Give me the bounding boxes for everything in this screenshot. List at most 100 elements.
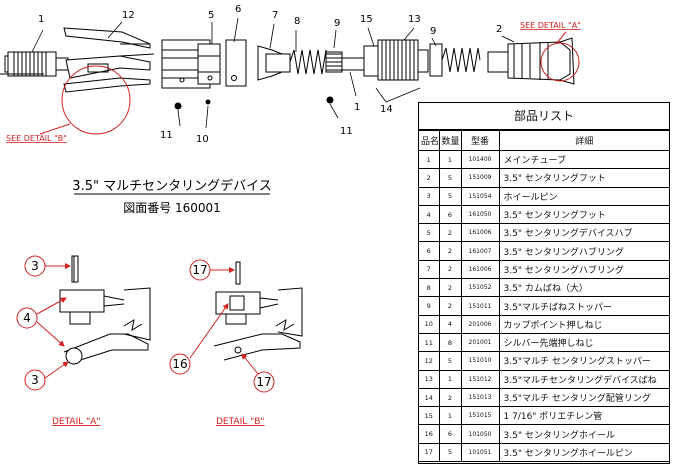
detail-a-circle xyxy=(540,42,580,82)
qty-cell: 2 xyxy=(438,296,462,316)
part-no-cell: 3 xyxy=(419,186,440,206)
part-no-cell: 8 xyxy=(419,278,440,298)
drawing-title: 3.5" マルチセンタリングデバイス xyxy=(72,178,271,194)
label-11-right: 11 xyxy=(340,126,353,137)
label-15: 15 xyxy=(360,14,373,25)
main-tube-end-part xyxy=(4,51,69,77)
detail-cell: 1 7/16" ポリエチレン管 xyxy=(498,406,669,426)
hub-ring-7-part xyxy=(257,45,291,81)
label-12: 12 xyxy=(122,10,135,21)
part-no-cell: 15 xyxy=(419,406,440,426)
model-cell: 161050 xyxy=(460,204,500,225)
see-detail-a-label: SEE DETAIL "A" xyxy=(520,21,581,30)
qty-cell: 6 xyxy=(438,204,462,225)
detail-a-callouts xyxy=(16,255,71,391)
model-cell: 151015 xyxy=(460,406,500,426)
model-cell: 101400 xyxy=(460,149,500,170)
detail-b-labels: 17 16 17 xyxy=(172,263,271,389)
main-tube-part xyxy=(341,57,365,71)
detail-b-circle xyxy=(61,65,131,135)
detail-b-caption: DETAIL "B" xyxy=(216,417,265,427)
label-13: 13 xyxy=(408,14,421,25)
set-screw-parts xyxy=(174,96,334,110)
parts-header-row: 品名 数量 型番 詳細 xyxy=(419,130,669,151)
part-no-cell: 12 xyxy=(419,351,440,371)
detail-b-drawing xyxy=(213,261,303,361)
model-cell: 151011 xyxy=(460,296,500,316)
model-cell: 101051 xyxy=(460,442,500,463)
detail-a-drawing xyxy=(59,255,151,365)
qty-cell: 2 xyxy=(438,387,462,408)
detail-a-num-4: 4 xyxy=(23,311,31,325)
detail-b-num-16: 16 xyxy=(172,357,187,371)
detail-cell: 3.5" センタリングフット xyxy=(498,168,669,188)
detail-b-bubble-17-lower xyxy=(253,371,275,393)
qty-cell: 5 xyxy=(438,168,462,188)
model-cell: 161007 xyxy=(460,241,500,261)
qty-cell: 8 xyxy=(438,332,462,353)
parts-list-title: 部品リスト xyxy=(419,103,669,130)
detail-cell: 3.5"マルチばねストッパー xyxy=(498,296,669,316)
centering-hub-part xyxy=(161,39,221,89)
label-7: 7 xyxy=(272,10,278,21)
hub-ring-part xyxy=(225,39,247,87)
label-2: 2 xyxy=(496,24,502,35)
qty-cell: 1 xyxy=(438,149,462,170)
leader-lines xyxy=(31,17,515,129)
part-no-cell: 4 xyxy=(419,204,440,225)
qty-cell: 4 xyxy=(438,314,462,334)
detail-a-caption: DETAIL "A" xyxy=(52,417,101,427)
part-no-cell: 7 xyxy=(419,259,440,280)
detail-cell: 3.5" センタリングデバイスハブ xyxy=(498,223,669,243)
qty-cell: 2 xyxy=(438,241,462,261)
centering-stopper-part xyxy=(63,27,155,93)
detail-cell: 3.5"マルチ センタリングストッパー xyxy=(498,351,669,371)
detail-cell: 3.5" センタリングハブリング xyxy=(498,259,669,280)
qty-cell: 2 xyxy=(438,223,462,243)
model-cell: 151012 xyxy=(460,369,500,389)
part-no-cell: 17 xyxy=(419,442,440,463)
model-cell: 151010 xyxy=(460,351,500,371)
model-cell: 201001 xyxy=(460,332,500,353)
qty-cell: 1 xyxy=(438,406,462,426)
poly-tube-part xyxy=(363,39,429,81)
detail-a-bubble-3-lower xyxy=(24,369,46,391)
model-cell: 161006 xyxy=(460,223,500,243)
model-cell: 101050 xyxy=(460,424,500,444)
exploded-label-group: 1 12 5 6 7 8 9 15 13 9 2 11 10 11 1 14 xyxy=(38,4,502,145)
label-9: 9 xyxy=(334,18,340,29)
label-10: 10 xyxy=(196,134,209,145)
detail-cell: ホイールピン xyxy=(498,186,669,206)
detail-b-bubble-16 xyxy=(169,353,191,375)
label-9-right: 9 xyxy=(430,26,436,37)
detail-b-callouts xyxy=(169,259,275,393)
part-no-cell: 16 xyxy=(419,424,440,444)
detail-b-num-17-lower: 17 xyxy=(256,375,271,389)
part-no-cell: 10 xyxy=(419,314,440,334)
drawing-number: 図面番号 160001 xyxy=(123,201,221,215)
detail-a-num-3: 3 xyxy=(31,259,39,273)
exploded-assembly xyxy=(4,27,575,110)
part-no-cell: 6 xyxy=(419,241,440,261)
part-no-cell: 9 xyxy=(419,296,440,316)
part-no-cell: 2 xyxy=(419,168,440,188)
detail-cell: 3.5" カムばね（大） xyxy=(498,278,669,298)
qty-cell: 6 xyxy=(438,424,462,444)
detail-cell: カップポイント押しねじ xyxy=(498,314,669,334)
qty-cell: 5 xyxy=(438,442,462,463)
detail-cell: 3.5"マルチ センタリング配管リング xyxy=(498,387,669,408)
